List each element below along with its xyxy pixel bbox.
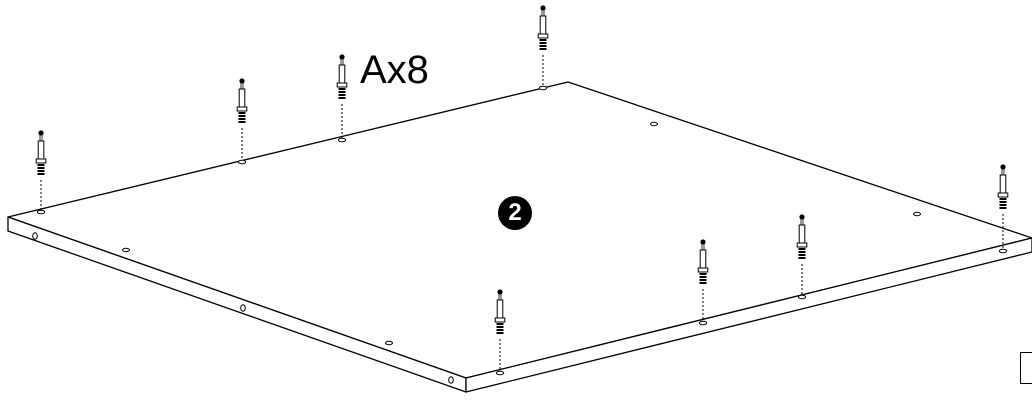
panel-top-face	[7, 81, 1032, 379]
cam-dowel-fastener	[997, 164, 1009, 254]
dowel-collar	[35, 158, 47, 164]
fastener-hole	[698, 320, 708, 326]
dowel-collar	[796, 242, 808, 248]
edge-hole	[448, 376, 454, 384]
cam-dowel-fastener	[697, 239, 709, 326]
dowel-thread	[496, 323, 504, 325]
dowel-neck	[39, 134, 43, 142]
fastener-hole	[237, 159, 247, 165]
dowel-shaft	[238, 88, 246, 108]
dowel-collar	[537, 33, 549, 39]
part-quantity-label: Ax8	[360, 48, 429, 92]
dowel-collar	[236, 106, 248, 112]
dowel-head	[38, 130, 44, 136]
dowel-thread	[238, 121, 246, 123]
dowel-thread	[338, 91, 346, 93]
surface-hole	[385, 340, 393, 346]
dowel-shaft	[37, 140, 45, 160]
dowel-thread	[798, 254, 806, 256]
dowel-thread	[699, 282, 707, 284]
dowel-collar	[697, 267, 709, 273]
dowel-collar	[997, 192, 1009, 198]
cam-dowel-fastener	[35, 130, 47, 215]
dowel-thread	[699, 276, 707, 278]
dowel-thread	[37, 173, 45, 175]
corner-box	[1020, 352, 1032, 384]
dowel-thread	[539, 39, 547, 41]
cam-dowel-fastener	[236, 78, 248, 165]
dowel-neck	[498, 293, 502, 301]
dowel-thread	[37, 170, 45, 172]
dowel-collar	[494, 317, 506, 323]
dowel-head	[799, 214, 805, 220]
fastener-hole	[538, 85, 548, 91]
dowel-neck	[701, 243, 705, 251]
dowel-neck	[240, 82, 244, 90]
dowel-thread	[238, 115, 246, 117]
cam-dowel-fastener	[336, 54, 348, 143]
dowel-thread	[699, 279, 707, 281]
dowel-thread	[699, 273, 707, 275]
dowel-thread	[999, 204, 1007, 206]
dowel-thread	[496, 326, 504, 328]
dowel-thread	[798, 251, 806, 253]
dowel-shaft	[798, 224, 806, 244]
dowel-shaft	[699, 249, 707, 269]
surface-hole	[913, 211, 921, 217]
dowel-head	[700, 239, 706, 245]
dowel-head	[540, 5, 546, 11]
dowel-thread	[37, 164, 45, 166]
dowel-shaft	[999, 174, 1007, 194]
dowel-thread	[999, 198, 1007, 200]
dowel-head	[239, 78, 245, 84]
fastener-hole	[797, 294, 807, 300]
dowel-thread	[37, 167, 45, 169]
dowel-shaft	[539, 15, 547, 35]
dowel-head	[1000, 164, 1006, 170]
dowel-collar	[336, 82, 348, 88]
dowel-thread	[539, 42, 547, 44]
dowel-head	[497, 289, 503, 295]
dowel-thread	[238, 118, 246, 120]
surface-hole	[650, 121, 658, 127]
fastener-hole	[998, 248, 1008, 254]
panel-edge-right	[465, 237, 1032, 393]
edge-hole	[32, 232, 38, 240]
cam-dowel-fastener	[796, 214, 808, 300]
cam-dowel-fastener	[494, 289, 506, 376]
dowel-shaft	[496, 299, 504, 319]
dowel-thread	[798, 257, 806, 259]
dowel-thread	[539, 48, 547, 50]
dowel-neck	[340, 58, 344, 66]
dowel-thread	[338, 94, 346, 96]
dowel-neck	[1001, 168, 1005, 176]
dowel-neck	[800, 218, 804, 226]
dowel-head	[339, 54, 345, 60]
dowel-thread	[496, 332, 504, 334]
dowel-neck	[541, 9, 545, 17]
dowel-shaft	[338, 64, 346, 84]
dowel-thread	[999, 201, 1007, 203]
cam-dowel-fastener	[537, 5, 549, 91]
step-number-badge: 2	[498, 196, 532, 230]
dowel-thread	[539, 45, 547, 47]
dowel-thread	[338, 88, 346, 90]
dowel-thread	[238, 112, 246, 114]
fastener-hole	[495, 370, 505, 376]
dowel-thread	[338, 97, 346, 99]
edge-hole	[240, 304, 246, 312]
fastener-group	[35, 5, 1009, 376]
fastener-hole	[36, 209, 46, 215]
fastener-hole	[337, 137, 347, 143]
dowel-thread	[798, 248, 806, 250]
dowel-thread	[999, 207, 1007, 209]
surface-hole	[122, 247, 130, 253]
dowel-thread	[496, 329, 504, 331]
